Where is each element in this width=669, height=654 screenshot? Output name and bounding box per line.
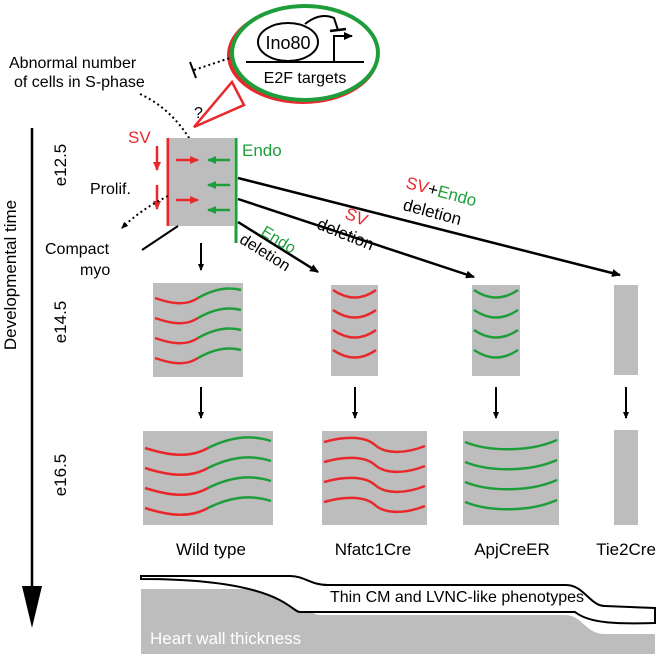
question-mark: ? xyxy=(194,105,203,122)
sv-label: SV xyxy=(128,128,151,147)
e14-5-tie2cre xyxy=(614,285,638,375)
prolif-label: Prolif. xyxy=(90,181,131,198)
e14-5-apjcreer xyxy=(472,285,520,376)
arrow-to-apjcreer xyxy=(237,197,475,279)
stage-label-e14-5: e14.5 xyxy=(51,301,70,344)
inhibition-dotted-line xyxy=(193,57,231,71)
svg-text:SV+Endo: SV+Endo xyxy=(404,173,479,210)
abnormal-s-phase-label-line1: Abnormal number xyxy=(9,55,137,72)
e16-5-wild-type xyxy=(143,431,273,525)
abnormal-s-phase-label-line2: of cells in S-phase xyxy=(14,74,145,91)
genotype-label-wild-type: Wild type xyxy=(176,540,246,559)
phenotype-outline xyxy=(140,575,656,625)
compact-myo-label-line2: myo xyxy=(80,262,110,279)
developmental-time-label: Developmental time xyxy=(1,200,20,350)
phenotype-label: Thin CM and LVNC-like phenotypes xyxy=(330,589,584,606)
arrow-to-tie2cre xyxy=(237,176,621,277)
compact-myo-label-line1: Compact xyxy=(45,241,110,258)
prolif-dotted-arrow xyxy=(121,195,169,229)
stage-label-e12-5: e12.5 xyxy=(51,144,70,187)
e14-5-wild-type xyxy=(153,283,243,377)
stage-label-e16-5: e16.5 xyxy=(51,454,70,497)
e16-5-nfatc1cre xyxy=(322,431,427,525)
arrow-to-nfatc1cre xyxy=(237,220,319,274)
ino80-label: Ino80 xyxy=(265,33,310,53)
inset-zoom-wedge xyxy=(193,79,246,129)
combined-deletion-plus: + xyxy=(426,179,441,200)
time-axis-arrowhead xyxy=(22,586,42,628)
heart-wall-thickness-area xyxy=(141,589,655,654)
repression-line xyxy=(304,15,339,31)
e16-5-tie2cre xyxy=(614,430,638,525)
compact-myo-pointer xyxy=(141,225,179,251)
e16-5-apjcreer xyxy=(463,431,559,525)
e14-5-nfatc1cre xyxy=(331,285,378,376)
genotype-label-tie2cre: Tie2Cre xyxy=(596,540,656,559)
genotype-label-nfatc1cre: Nfatc1Cre xyxy=(335,540,412,559)
endo-label: Endo xyxy=(242,141,282,160)
ino80-inset: Ino80 E2F targets xyxy=(193,4,380,129)
e2f-targets-label: E2F targets xyxy=(264,70,347,87)
heart-wall-thickness-label: Heart wall thickness xyxy=(150,629,301,648)
transcription-start-arrow xyxy=(333,32,353,62)
e12-5-heart-wall xyxy=(153,138,238,243)
genotype-label-apjcreer: ApjCreER xyxy=(474,540,550,559)
